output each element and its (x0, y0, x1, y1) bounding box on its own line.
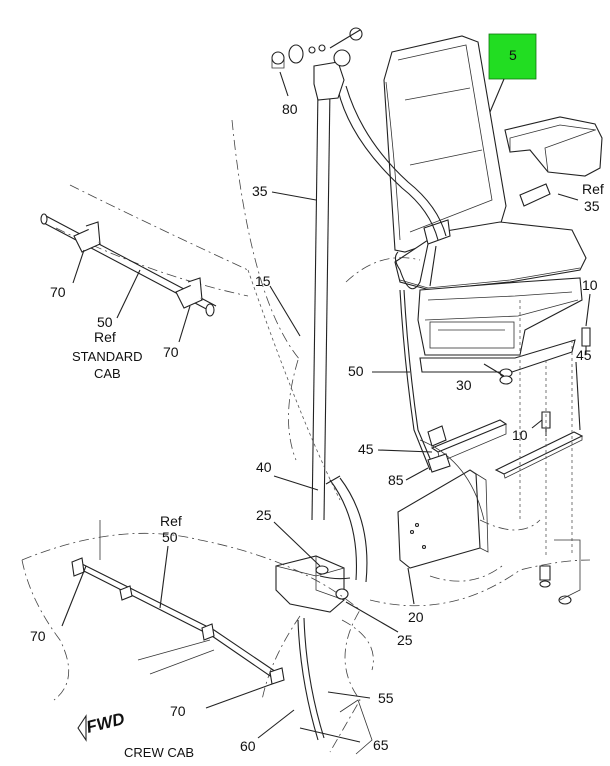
callout-30[interactable]: 30 (456, 377, 472, 393)
item-5-label[interactable]: 5 (509, 47, 517, 63)
item-5-box[interactable] (488, 33, 537, 80)
callout-crew-70-bottom[interactable]: 70 (170, 703, 186, 719)
callout-80[interactable]: 80 (282, 101, 298, 117)
seat-support-drawing (397, 289, 591, 605)
callout-45-left[interactable]: 45 (358, 441, 374, 457)
callout-65[interactable]: 65 (373, 737, 389, 753)
callout-std-70-left[interactable]: 70 (50, 284, 66, 300)
callout-crew-70-left[interactable]: 70 (30, 628, 46, 644)
standard-cab-caption-line2: CAB (94, 366, 121, 381)
seat-belt-drawing (271, 27, 447, 521)
captions: STANDARD CAB CREW CAB FWD (72, 349, 194, 760)
callout-crew-ref: Ref (160, 513, 182, 529)
fwd-label: FWD (84, 709, 126, 737)
callout-45-right[interactable]: 45 (576, 347, 592, 363)
item-5-highlight[interactable]: 5 (488, 33, 537, 80)
seat-drawing (383, 35, 603, 373)
callout-std-50[interactable]: 50 (97, 314, 113, 330)
callout-35[interactable]: 35 (252, 183, 268, 199)
crew-cab-detail (21, 520, 373, 755)
callout-25-bottom[interactable]: 25 (397, 632, 413, 648)
callout-60[interactable]: 60 (240, 738, 256, 754)
floor-phantom-lines (231, 119, 591, 701)
callout-25-top[interactable]: 25 (256, 507, 272, 523)
callout-10-upper[interactable]: 10 (582, 277, 598, 293)
callout-85[interactable]: 85 (388, 472, 404, 488)
callout-40[interactable]: 40 (256, 459, 272, 475)
crew-cab-caption: CREW CAB (124, 745, 194, 760)
callouts: 80 35 Ref 35 15 10 45 50 30 10 45 40 85 … (30, 101, 604, 754)
callout-crew-50[interactable]: 50 (162, 529, 178, 545)
callout-std-50-ref: Ref (94, 329, 116, 345)
leader-lines (269, 71, 591, 633)
standard-cab-detail (40, 184, 249, 343)
callout-35-ref[interactable]: 35 (584, 198, 600, 214)
callout-ref-label: Ref (582, 181, 604, 197)
retractor-drawing (275, 475, 368, 613)
callout-55[interactable]: 55 (378, 690, 394, 706)
standard-cab-caption-line1: STANDARD (72, 349, 143, 364)
callout-20[interactable]: 20 (408, 609, 424, 625)
callout-15[interactable]: 15 (255, 273, 271, 289)
callout-std-70-right[interactable]: 70 (163, 344, 179, 360)
callout-50[interactable]: 50 (348, 363, 364, 379)
callout-10-lower[interactable]: 10 (512, 427, 528, 443)
